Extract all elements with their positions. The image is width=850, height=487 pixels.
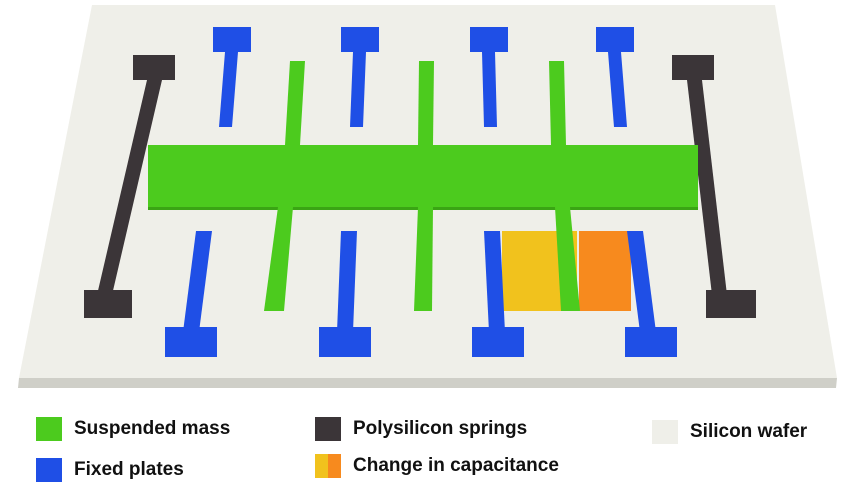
legend-polysilicon-springs: Polysilicon springs [315, 415, 527, 443]
fixed-plate-bottom-4 [625, 231, 677, 357]
legend-label-polysilicon-springs: Polysilicon springs [353, 418, 528, 439]
fixed-plate-top-1 [213, 27, 251, 127]
legend-fixed-plates: Fixed plates [36, 456, 184, 484]
silicon-wafer-side [18, 378, 837, 388]
legend-label-silicon-wafer: Silicon wafer [690, 421, 808, 442]
fixed-plates-swatch [36, 458, 62, 482]
legend-change-in-capacitance: Change in capacitance [315, 452, 559, 480]
legend-suspended-mass: Suspended mass [36, 415, 230, 443]
fixed-plate-top-3 [470, 27, 508, 127]
fixed-plate-bottom-3 [472, 231, 524, 357]
accelerometer-diagram [18, 5, 837, 388]
silicon-wafer-swatch [652, 420, 678, 444]
fixed-plate-bottom-2 [319, 231, 371, 357]
fixed-plate-bottom-1 [165, 231, 217, 357]
polysilicon-springs-swatch [315, 417, 341, 441]
legend-label-fixed-plates: Fixed plates [74, 459, 184, 480]
fixed-plate-top-4 [596, 27, 634, 127]
legend-silicon-wafer: Silicon wafer [652, 418, 807, 446]
capacitance-region-right [579, 231, 631, 311]
spring-left [84, 55, 175, 318]
legend-label-suspended-mass: Suspended mass [74, 418, 231, 439]
suspended-mass-swatch [36, 417, 62, 441]
fixed-plate-top-2 [341, 27, 379, 127]
legend-label-change-in-capacitance: Change in capacitance [353, 455, 559, 476]
suspended-mass [148, 61, 698, 311]
change-in-capacitance-swatch [315, 454, 341, 478]
spring-right [672, 55, 756, 318]
